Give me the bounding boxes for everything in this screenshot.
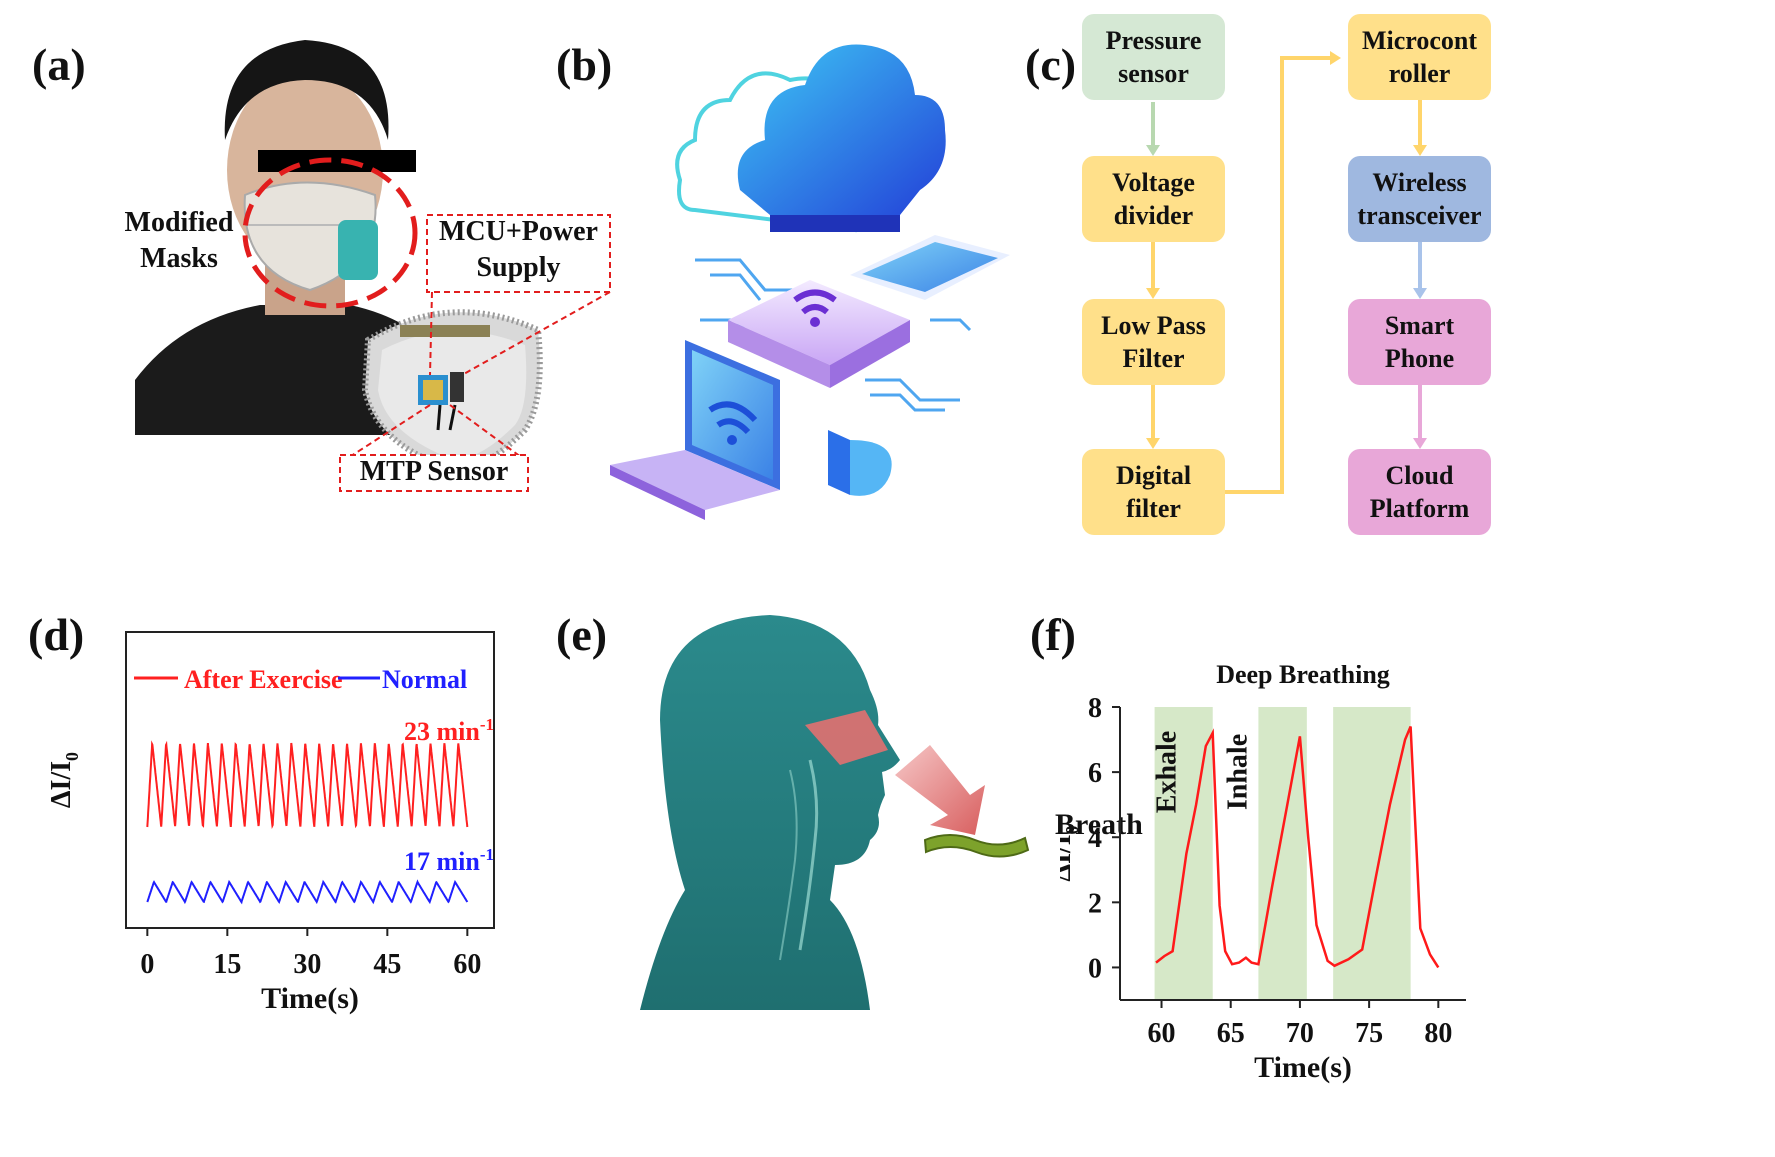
x-tick-label: 0 (140, 949, 154, 980)
mask-highlight-circle (242, 157, 418, 309)
shaded-region-2 (1333, 707, 1411, 1000)
mtp-label-box (339, 454, 529, 492)
rate-label-after-exercise: 23 min-1 (404, 715, 494, 746)
x-tick-label: 70 (1286, 1018, 1314, 1049)
privacy-bar (258, 150, 416, 172)
x-tick-label: 60 (453, 949, 481, 980)
cloud-icon (737, 44, 946, 232)
flow-box-label: transceiver (1357, 201, 1482, 230)
person-hair (224, 40, 389, 140)
y-axis-label: ΔI/I0 (1060, 825, 1082, 881)
mcu-power-label: MCU+Power Supply (438, 216, 598, 283)
y-tick-label: 2 (1088, 888, 1102, 919)
chart-title: Deep Breathing (1216, 665, 1390, 689)
x-tick-label: 45 (373, 949, 401, 980)
panel-label-d: (d) (28, 609, 85, 660)
panel-b-iot-illustration (610, 44, 1010, 520)
annotation-exhale: Exhale (1152, 731, 1183, 813)
x-tick-label: 65 (1217, 1018, 1245, 1049)
head-silhouette (640, 615, 900, 1010)
y-tick-label: 4 (1088, 823, 1102, 854)
legend-label-normal: Normal (382, 665, 467, 694)
flow-box-label: Low Pass (1101, 311, 1206, 340)
rate-label-normal: 17 min-1 (404, 845, 494, 876)
nasal-cavity (805, 710, 888, 765)
mtp-sensor-label: MTP Sensor (359, 456, 509, 487)
plot-frame (125, 631, 495, 929)
flow-box-label: Pressure (1105, 26, 1202, 55)
x-tick-label: 75 (1355, 1018, 1383, 1049)
x-tick-label: 80 (1424, 1018, 1452, 1049)
flow-box-label: Phone (1384, 344, 1455, 373)
flow-box-label: Wireless (1372, 168, 1467, 197)
y-axis-label: ΔI/I0 (46, 752, 82, 808)
breath-label: Breath (1055, 808, 1143, 841)
flow-box-label: Microcont (1361, 26, 1478, 55)
flow-box-label: filter (1126, 494, 1181, 523)
flow-box-micro: Microcont roller (1348, 14, 1491, 100)
sensor-strip-icon (923, 834, 1030, 858)
tablet-icon (850, 235, 1010, 300)
flow-box-label: roller (1388, 59, 1451, 88)
panel-label-c: (c) (1025, 39, 1077, 90)
flow-box-label: Cloud (1385, 461, 1454, 490)
shaded-region-1 (1258, 707, 1307, 1000)
flow-box-label: Platform (1369, 494, 1470, 523)
flowchart-arrows (1146, 51, 1427, 494)
breath-arrow-icon (895, 745, 985, 835)
series-normal (146, 879, 469, 905)
flow-box-label: Digital (1115, 461, 1192, 490)
series-after-exercise (146, 740, 469, 830)
flow-box-label: Voltage (1112, 168, 1195, 197)
mcu-label-box (426, 214, 611, 293)
y-tick-label: 8 (1088, 693, 1102, 724)
x-axis-label: Time(s) (261, 982, 359, 1015)
panel-label-b: (b) (556, 39, 613, 90)
flow-box-label: Smart (1384, 311, 1455, 340)
flow-box-wireless: Wireless transceiver (1348, 156, 1491, 242)
flow-box-label: Filter (1122, 344, 1185, 373)
panel-a-photo (135, 20, 611, 492)
legend-label-after-exercise: After Exercise (184, 665, 343, 694)
x-tick-label: 15 (213, 949, 241, 980)
x-axis-label: Time(s) (1254, 1051, 1352, 1084)
series-deep-breathing (1155, 726, 1440, 969)
y-tick-label: 6 (1088, 758, 1102, 789)
y-tick-label: 0 (1088, 953, 1102, 984)
flow-box-voltage: Voltage divider (1082, 156, 1225, 242)
modified-masks-label: Modified Masks (124, 207, 234, 274)
panel-e-head-illustration (640, 615, 1030, 1010)
x-tick-label: 30 (293, 949, 321, 980)
flow-box-pressure: Pressure sensor (1082, 14, 1225, 100)
annotation-inhale: Inhale (1222, 734, 1253, 810)
flow-box-digital: Digital filter (1082, 449, 1225, 535)
laptop-icon (610, 340, 780, 520)
panel-label-f: (f) (1030, 609, 1076, 660)
flow-box-label: divider (1113, 201, 1194, 230)
flow-box-label: sensor (1118, 59, 1189, 88)
x-tick-label: 60 (1148, 1018, 1176, 1049)
router-icon (728, 280, 910, 388)
mask-valve (338, 220, 378, 280)
panel-label-a: (a) (32, 39, 86, 90)
panel-label-e: (e) (556, 609, 608, 660)
device-icon (828, 430, 892, 496)
